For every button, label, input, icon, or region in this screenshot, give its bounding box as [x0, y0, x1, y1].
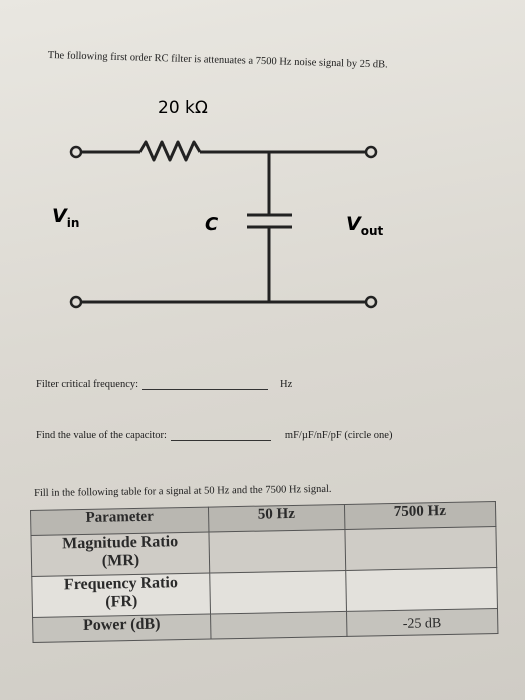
resistor-symbol [138, 140, 202, 162]
row-label-power: Power (dB) [32, 614, 211, 643]
cell-power-7500hz[interactable]: -25 dB [346, 608, 498, 637]
header-50hz: 50 Hz [208, 504, 345, 533]
rc-filter-circuit: 20 kΩ Vin C Vout [52, 98, 384, 309]
table-instruction: Fill in the following table for a signal… [34, 483, 332, 499]
input-terminal-bottom [69, 295, 83, 309]
problem-statement: The following first order RC filter is a… [47, 50, 388, 71]
resistor-label: 20 kΩ [158, 98, 208, 118]
capacitor-prompt: Find the value of the capacitor: [36, 430, 167, 441]
vout-label: Vout [346, 213, 384, 238]
output-terminal-bottom [364, 295, 378, 309]
answer-table: Parameter 50 Hz 7500 Hz Magnitude Ratio(… [30, 501, 499, 643]
capacitor-label: C [205, 214, 219, 235]
output-terminal-top [364, 145, 378, 159]
vin-label: Vin [52, 205, 79, 230]
header-parameter: Parameter [30, 507, 209, 536]
cell-mr-50hz[interactable] [208, 529, 346, 574]
cell-fr-7500hz[interactable] [345, 567, 498, 612]
row-label-frequency-ratio: Frequency Ratio(FR) [31, 573, 211, 618]
cell-power-50hz[interactable] [210, 611, 347, 640]
capacitor-units: mF/µF/nF/pF (circle one) [284, 430, 393, 441]
critical-frequency-question: Filter critical frequency: Hz [36, 379, 292, 390]
capacitor-blank[interactable] [170, 439, 271, 441]
cell-fr-50hz[interactable] [209, 570, 347, 615]
cell-mr-7500hz[interactable] [344, 526, 497, 571]
critical-frequency-unit: Hz [280, 379, 293, 390]
row-label-magnitude-ratio: Magnitude Ratio(MR) [30, 532, 210, 577]
critical-frequency-blank[interactable] [142, 388, 269, 390]
header-7500hz: 7500 Hz [343, 501, 496, 530]
critical-frequency-prompt: Filter critical frequency: [36, 379, 139, 390]
input-terminal-top [69, 145, 83, 159]
capacitor-question: Find the value of the capacitor: mF/µF/n… [36, 430, 392, 441]
